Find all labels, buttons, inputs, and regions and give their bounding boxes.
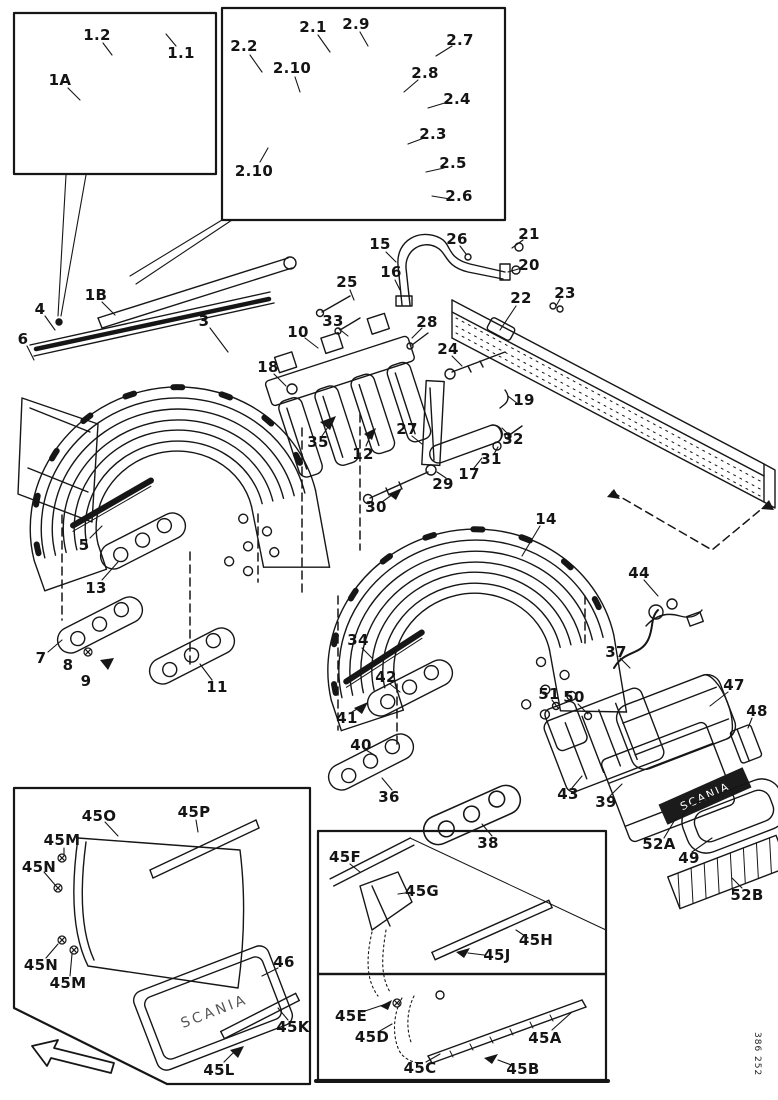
inset-box-detail-1 [12,11,218,176]
fender-3-drawing [1,356,335,636]
inset-boxes [12,6,610,1086]
fender-14-drawing [300,500,631,776]
arrowheads [100,416,774,1064]
mudflap-low-box-drawing [392,990,587,1064]
hose-15-drawing [395,233,564,313]
inset-box-mudflap-low [316,972,608,1082]
plate-36-40-drawing [323,728,419,796]
plate-49-drawing [681,778,778,854]
strip-34-drawing [344,632,425,687]
callout-leader-lines [26,31,753,1067]
inset-box-mudflap-left [12,786,312,1086]
mudflap-mid-box-drawing [329,837,607,997]
small-fasteners-drawing [286,295,429,395]
inset-box-detail-2 [220,6,507,222]
rear-bracket-assembly-drawing: SCANIA [543,598,778,910]
direction-arrow-icon [31,1039,115,1074]
figure-number: 386 252 [752,1032,762,1077]
grille-52b-drawing [667,834,778,910]
plate-11-drawing [144,622,240,690]
plate-7-drawing [52,591,148,659]
reference-dash-lines [61,413,771,745]
mudflap-left-box-drawing: SCANIA [53,819,300,1071]
scania-badge-52a: SCANIA [658,767,752,825]
screw-8-drawing [83,647,93,657]
plate-38-drawing [418,779,526,851]
damper-bolt-group-drawing [362,379,523,505]
bracket-cluster-10-drawing [264,312,432,478]
inset-leader-lines [57,174,233,317]
brand-text-46: SCANIA [179,992,250,1032]
plate-13-drawing [95,507,191,575]
bracket-1b-4-6-drawing [17,256,297,523]
chassis-rail-drawing [444,299,776,509]
plate-42-drawing [362,654,458,722]
